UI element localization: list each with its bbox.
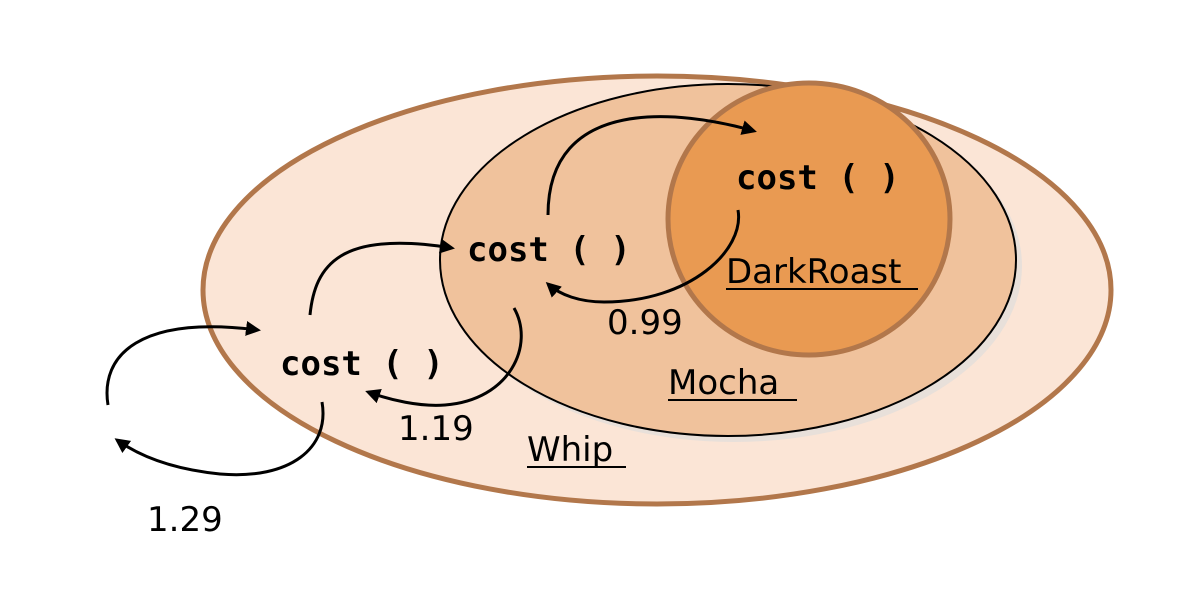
call-arrow-to-whip <box>105 321 261 406</box>
call-arrow-to-mocha <box>308 238 455 316</box>
return-arrow-mocha <box>365 307 523 407</box>
call-arrow-to-darkroast <box>546 115 757 216</box>
darkroast-cost-value: 0.99 <box>607 303 683 343</box>
mocha-cost-call: cost ( ) <box>467 230 631 270</box>
return-arrow-whip <box>114 401 325 477</box>
whip-label: Whip <box>527 430 613 470</box>
mocha-cost-value: 1.19 <box>398 409 474 449</box>
whip-cost-call: cost ( ) <box>280 344 444 384</box>
darkroast-layer <box>665 80 953 358</box>
darkroast-cost-call: cost ( ) <box>736 158 900 198</box>
mocha-label: Mocha <box>668 363 779 403</box>
darkroast-label: DarkRoast <box>726 252 901 292</box>
return-arrow-darkroast <box>545 209 741 304</box>
whip-cost-value: 1.29 <box>147 500 223 540</box>
